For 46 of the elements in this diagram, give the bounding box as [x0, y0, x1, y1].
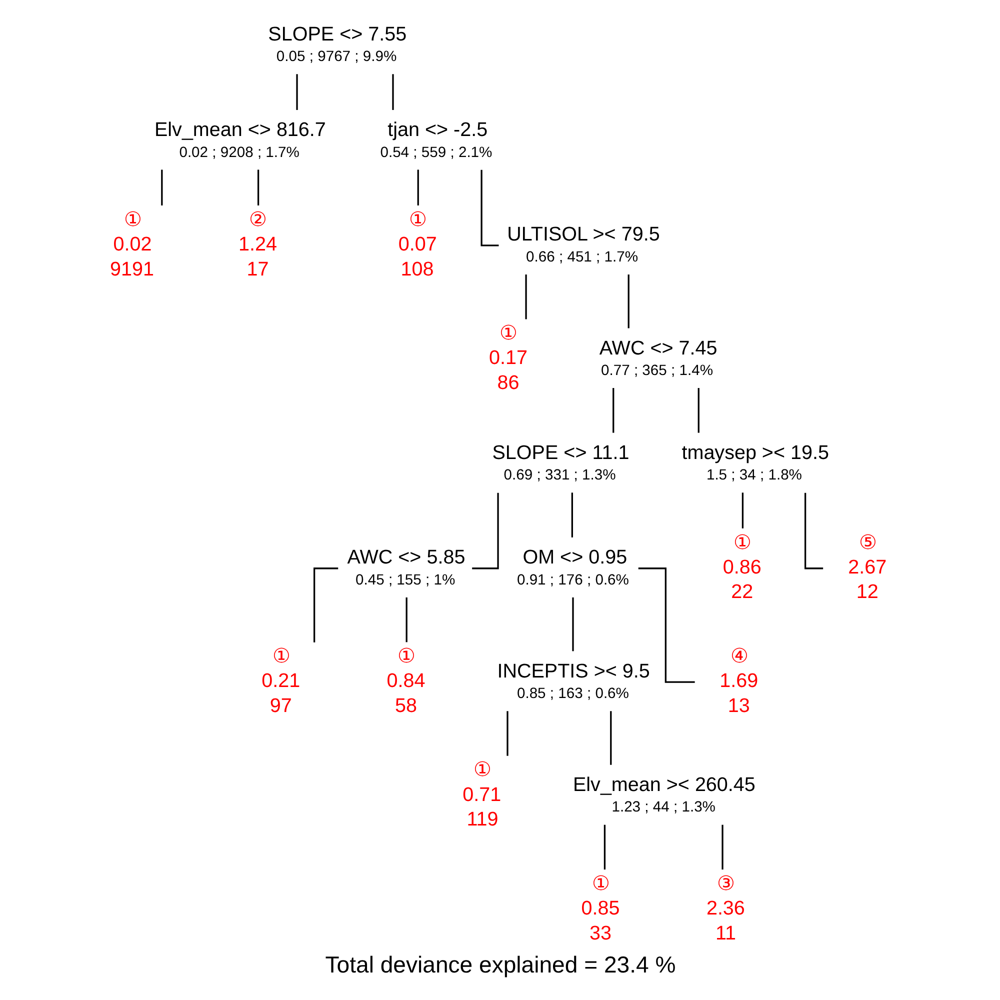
connector — [610, 711, 612, 765]
connector — [570, 492, 572, 538]
connector — [416, 170, 418, 206]
connector — [405, 597, 407, 642]
connector — [721, 824, 723, 870]
node-text: ① 0.86 22 — [722, 532, 761, 604]
connector — [313, 568, 338, 642]
connector — [697, 388, 699, 433]
connector — [741, 492, 744, 528]
node-text: ④ 1.69 13 — [719, 645, 758, 717]
connector — [603, 824, 606, 870]
node-text: ① 0.71 119 — [462, 759, 501, 831]
node-text: ULTISOL >< 79.5 0.66 ; 451 ; 1.7% — [506, 224, 660, 266]
node-text: SLOPE <> 7.55 0.05 ; 9767 ; 9.9% — [268, 23, 406, 66]
connector — [160, 170, 162, 206]
node-text: AWC <> 7.45 0.77 ; 365 ; 1.4% — [598, 337, 717, 380]
connector — [256, 170, 259, 206]
connector — [804, 492, 823, 570]
connector — [296, 74, 298, 110]
connector — [472, 492, 498, 570]
node-text: ③ 2.36 11 — [706, 872, 744, 944]
node-text: OM <> 0.95 0.91 ; 176 ; 0.6% — [516, 546, 628, 588]
caption: Total deviance explained = 23.4 % — [324, 951, 676, 978]
node-text: ① 0.84 58 — [386, 645, 425, 717]
node-text: ② 1.24 17 — [238, 208, 277, 280]
node-text: INCEPTIS >< 9.5 0.85 ; 163 ; 0.6% — [496, 660, 650, 702]
connector — [392, 74, 394, 110]
node-text: SLOPE <> 11.1 0.69 ; 331 ; 1.3% — [492, 442, 629, 484]
connector — [638, 568, 694, 683]
node-text: ① 0.85 33 — [580, 872, 620, 944]
connector — [572, 597, 574, 652]
connector — [506, 711, 508, 756]
node-text: tjan <> -2.5 0.54 ; 559 ; 2.1% — [380, 119, 492, 161]
node-text: AWC <> 5.85 0.45 ; 155 ; 1% — [346, 546, 465, 588]
connector — [612, 388, 614, 433]
node-text: ⑤ 2.67 12 — [848, 532, 886, 604]
connector — [524, 274, 526, 320]
node-text: ① 0.17 86 — [488, 322, 527, 394]
node-text: Elv_mean >< 260.45 1.23 ; 44 ; 1.3% — [572, 774, 755, 816]
node-text: Elv_mean <> 816.7 0.02 ; 9208 ; 1.7% — [154, 119, 326, 161]
node-text: ① 0.02 9191 — [110, 208, 154, 280]
node-text: ① 0.07 108 — [398, 208, 436, 280]
node-text: ① 0.21 97 — [261, 645, 300, 717]
connector — [627, 274, 629, 328]
connector — [480, 170, 498, 246]
node-text: tmaysep >< 19.5 1.5 ; 34 ; 1.8% — [681, 442, 828, 484]
